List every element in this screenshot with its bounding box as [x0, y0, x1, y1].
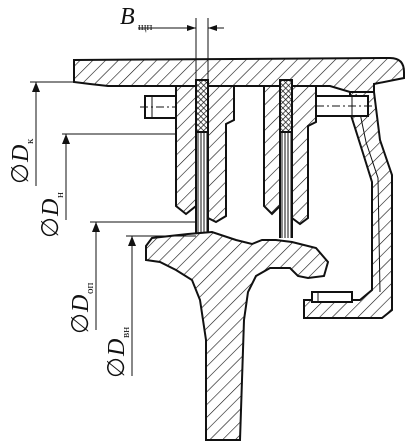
svg-text:D: D — [68, 295, 94, 313]
seal-left-front-plate — [175, 85, 197, 216]
dim-dop-arrow — [92, 222, 100, 232]
brush-bristles-right — [281, 132, 292, 238]
svg-text:D: D — [38, 199, 64, 217]
housing-right-wall — [303, 91, 393, 319]
svg-text:∅: ∅ — [8, 163, 34, 184]
svg-text:н: н — [54, 192, 66, 198]
label-dop: ∅ D оп — [68, 283, 96, 335]
svg-text:∅: ∅ — [68, 313, 94, 334]
svg-text:оп: оп — [84, 283, 96, 295]
svg-text:D: D — [8, 145, 34, 163]
dim-dk-arrow — [32, 82, 40, 92]
label-b-subscript: щп — [138, 21, 152, 33]
svg-text:вн: вн — [120, 327, 132, 338]
svg-text:∅: ∅ — [104, 357, 130, 378]
seal-right-front-plate — [263, 85, 281, 216]
svg-text:∅: ∅ — [38, 217, 64, 238]
label-dk: ∅ D к — [8, 138, 36, 184]
rotor-disk — [145, 230, 330, 441]
seal-left-back-plate — [207, 85, 235, 224]
bolt-bottom-right — [311, 291, 353, 303]
brush-pack-right — [279, 79, 293, 133]
svg-text:D: D — [104, 339, 130, 357]
dim-dn-arrow — [62, 134, 70, 144]
label-b-symbol: B — [120, 4, 135, 30]
seal-right-back-plate — [291, 85, 317, 226]
housing-wall-inner-line — [355, 93, 381, 293]
dim-dvn-arrow — [128, 236, 136, 246]
brush-bristles-left — [197, 132, 208, 234]
brush-pack-left — [195, 79, 209, 133]
label-dvn: ∅ D вн — [104, 327, 132, 378]
dim-b-arrow-left — [187, 25, 196, 31]
housing-top-flange — [73, 56, 405, 93]
svg-text:к: к — [24, 138, 36, 144]
label-dn: ∅ D н — [38, 192, 66, 238]
